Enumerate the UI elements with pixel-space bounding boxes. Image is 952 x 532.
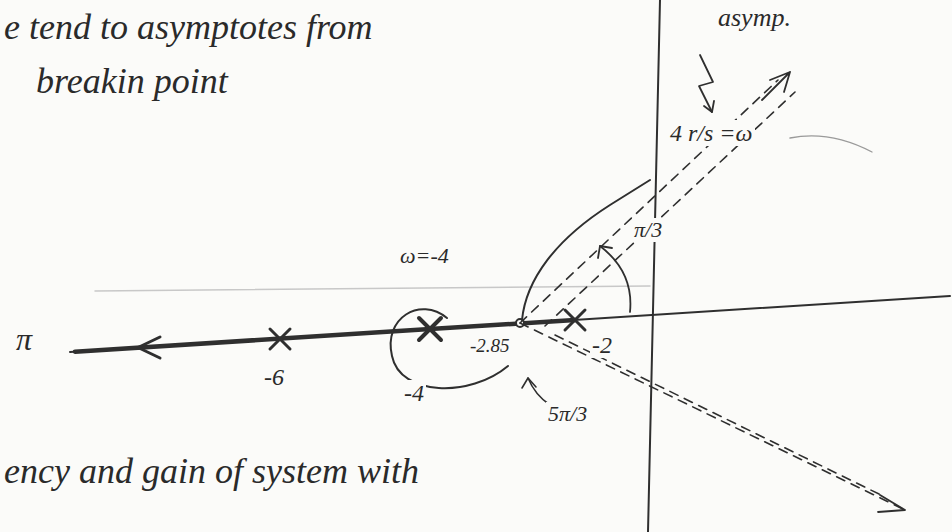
handwritten-label: e tend to asymptotes from [2, 8, 375, 48]
arrowhead [704, 101, 714, 112]
handwritten-label: asymp. [716, 4, 793, 33]
arrowhead [762, 72, 790, 100]
locus-branch [430, 320, 575, 329]
asymptote [520, 80, 778, 323]
pen-stroke [790, 136, 872, 152]
arrowhead [138, 337, 160, 358]
asymptote [545, 92, 795, 326]
handwritten-label: -6 [262, 364, 286, 390]
handwritten-label: ω=-4 [398, 244, 451, 268]
lightning-arrow [699, 55, 713, 112]
asymptote [520, 323, 905, 510]
handwritten-label: π/3 [632, 218, 664, 242]
pole-x [419, 318, 441, 340]
pole-x [565, 310, 585, 330]
asymptote [555, 335, 885, 497]
imaginary-axis [648, 0, 660, 532]
handwritten-label: 5π/3 [546, 402, 589, 426]
angle-arc [600, 246, 630, 312]
arrowhead [878, 495, 905, 512]
handwritten-label: π [14, 322, 34, 357]
handwritten-label: -2 [590, 332, 614, 358]
locus-curve [522, 180, 650, 320]
faint-line [95, 286, 650, 291]
handwritten-label: 4 r/s =ω [668, 120, 755, 146]
handwritten-label: -2.85 [468, 336, 512, 357]
handwritten-label: breakin point [34, 62, 230, 102]
pole-marks [270, 310, 585, 349]
handwritten-label: ency and gain of system with [2, 452, 421, 492]
arrowhead [598, 246, 612, 258]
handwritten-label: -4 [402, 380, 426, 406]
locus-branch [75, 329, 430, 352]
arrowhead [522, 378, 536, 388]
pole-x [270, 329, 290, 349]
